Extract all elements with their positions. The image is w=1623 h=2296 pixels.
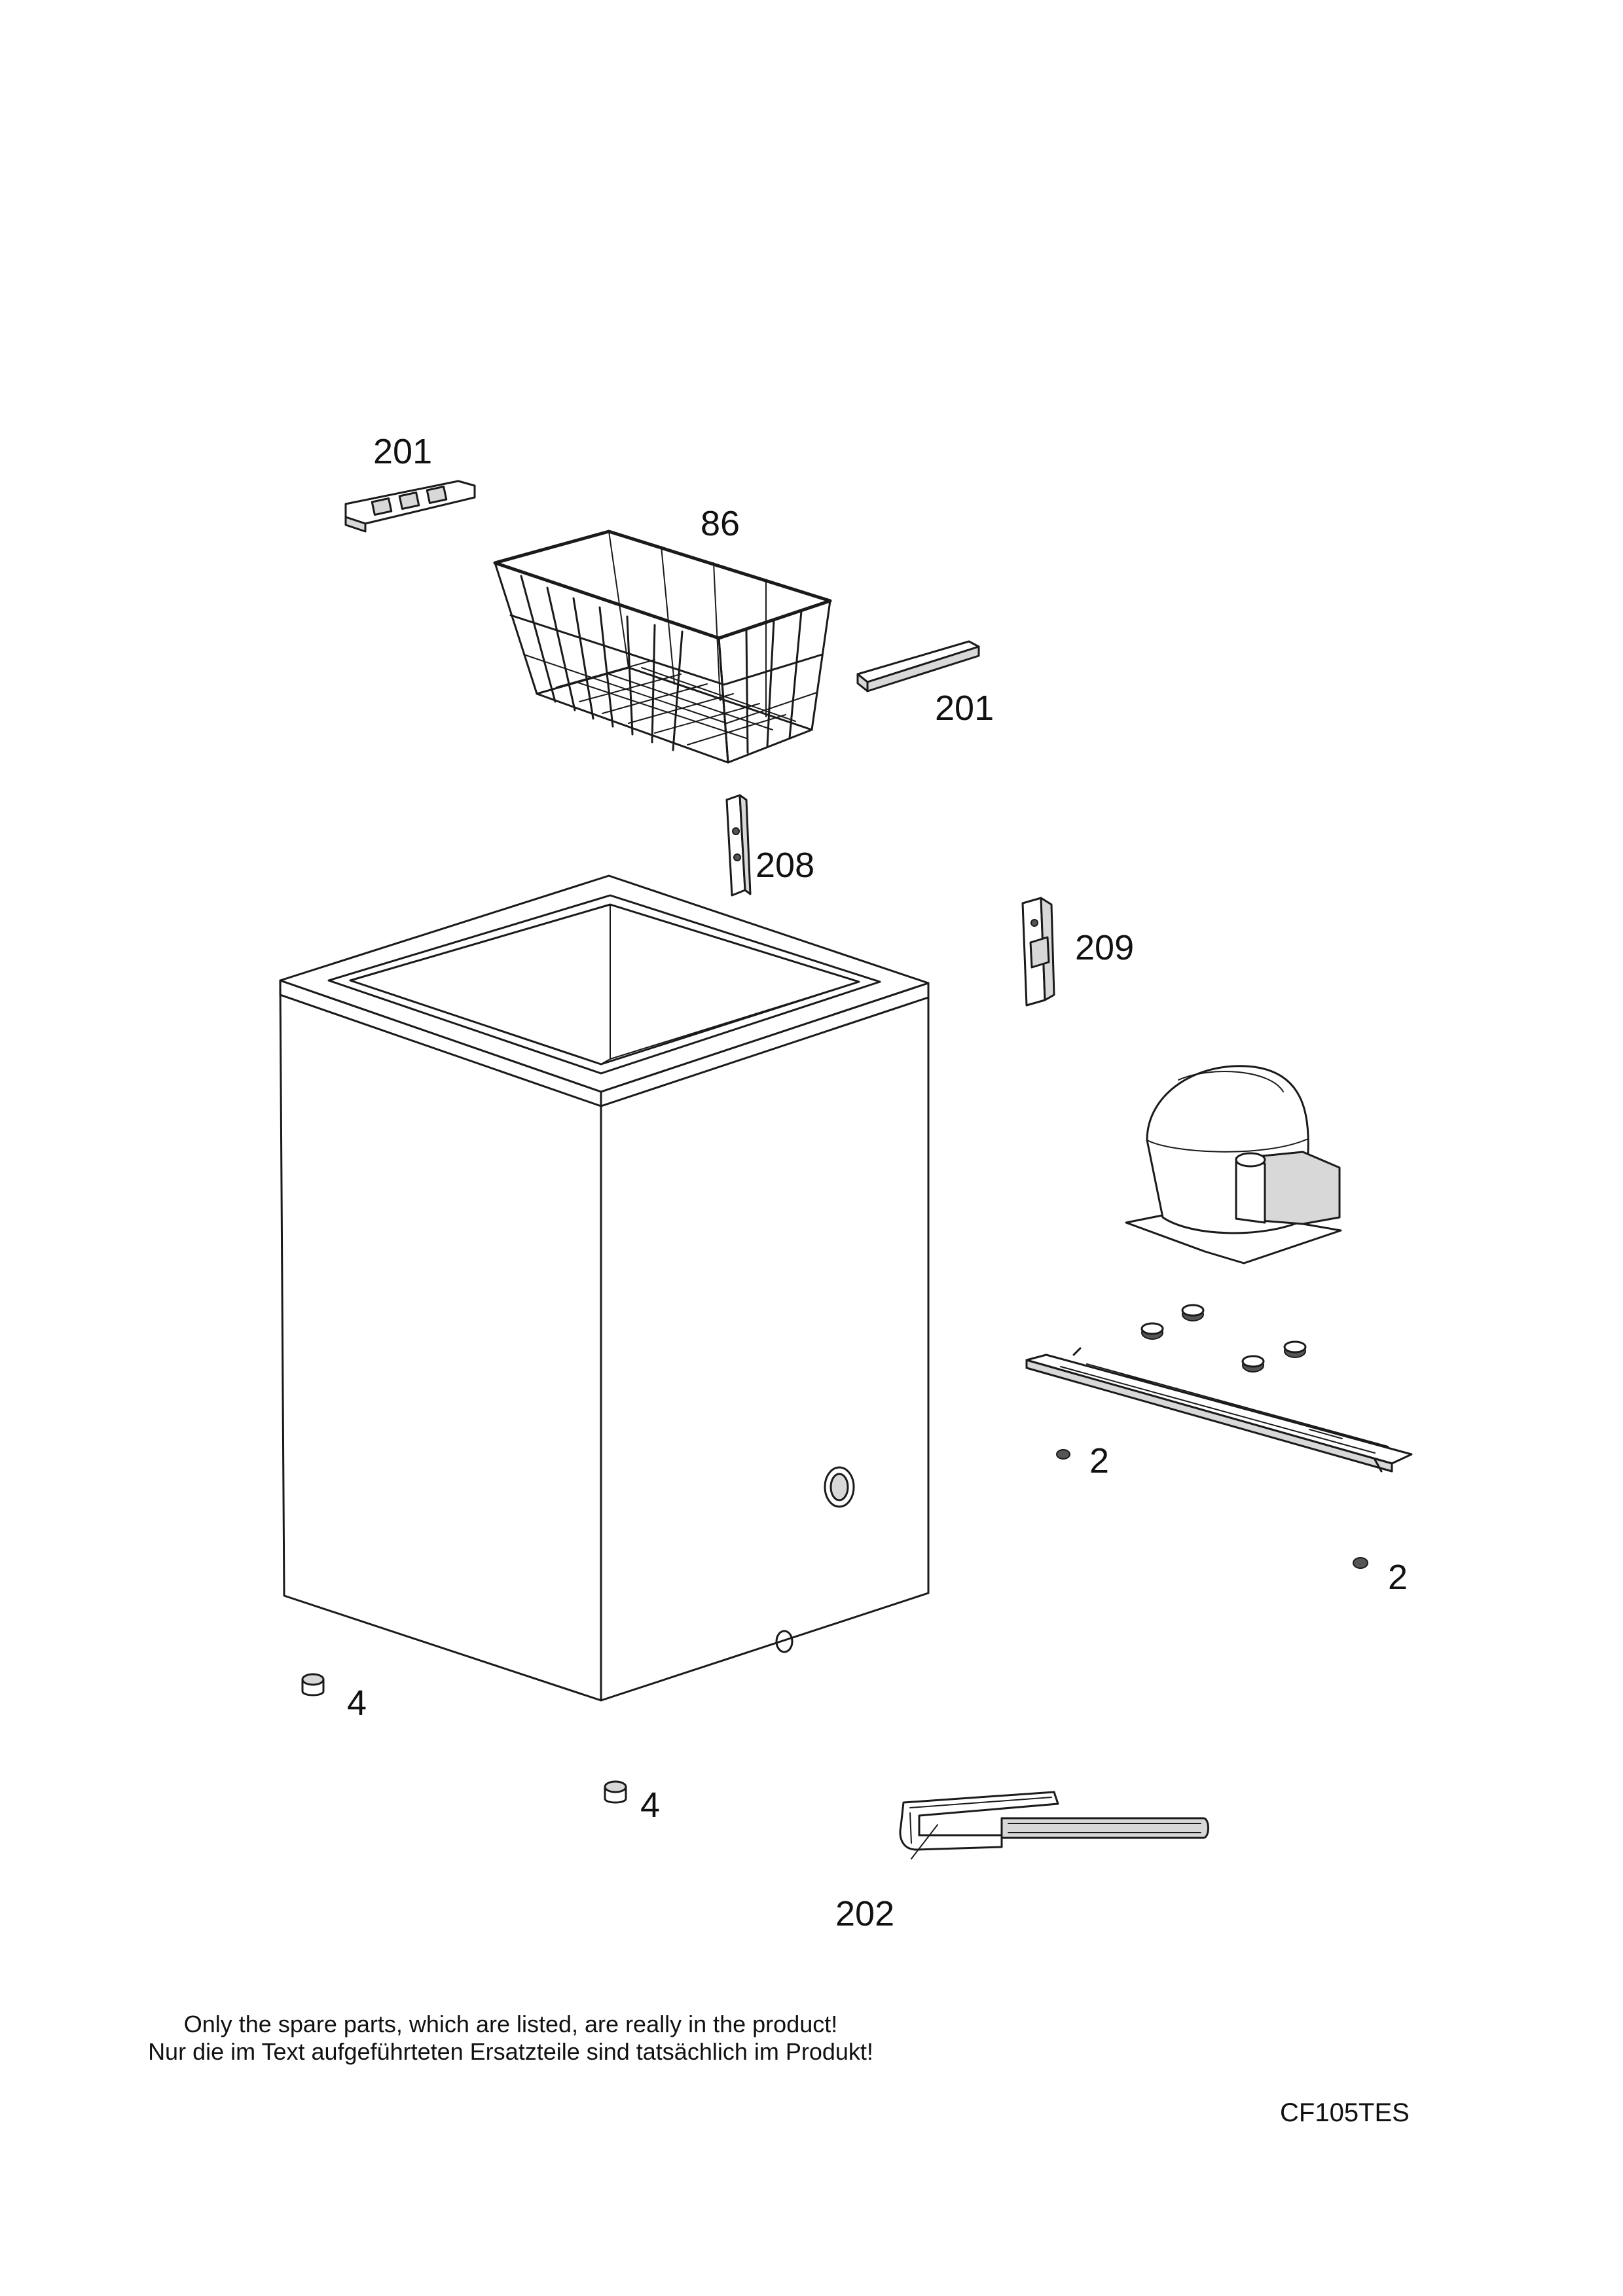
part-number-label: 208 [756,846,814,885]
part-number-label: 86 [701,504,740,543]
foot-part-left [301,1673,325,1696]
hinge-part-208 [725,794,752,897]
freezer-cabinet [279,874,930,1702]
lid-handle-part [899,1791,1209,1859]
foot-part-center [604,1780,627,1804]
grommet-part-left [1056,1449,1070,1460]
wire-basket-part [493,529,832,764]
part-number-label: 4 [640,1785,660,1825]
divider-strip-part [856,640,980,692]
mounting-rail-part [1025,1304,1413,1473]
footnote-german: Nur die im Text aufgeführteten Ersatztei… [148,2038,873,2065]
part-number-label: 4 [347,1683,367,1723]
divider-clip-part [344,480,476,533]
part-number-label: 201 [935,689,994,728]
part-number-label: 2 [1388,1558,1408,1597]
hinge-part-209 [1021,897,1055,1007]
part-number-label: 2 [1089,1441,1109,1480]
model-code: CF105TES [1280,2098,1410,2127]
part-number-label: 201 [373,432,432,471]
part-number-label: 202 [835,1894,894,1933]
footnote-english: Only the spare parts, which are listed, … [183,2011,838,2037]
part-number-label: 209 [1075,928,1134,967]
compressor-part [1125,1065,1342,1265]
grommet-part-right [1353,1557,1368,1569]
